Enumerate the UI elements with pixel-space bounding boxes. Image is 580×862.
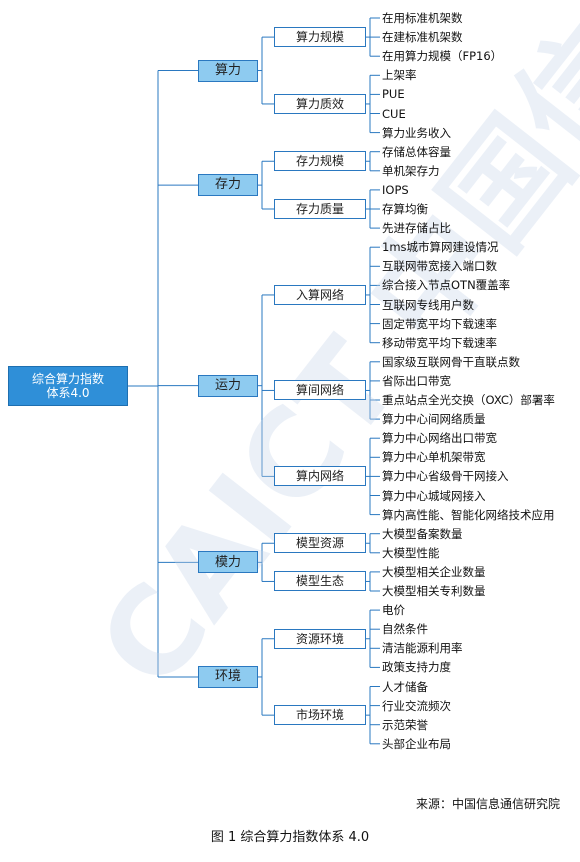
subcategory-node: 市场环境 [274,705,366,726]
leaf-item: 算力中心城域网接入 [382,488,486,503]
root-node: 综合算力指数 体系4.0 [8,366,128,406]
category-node: 模力 [198,551,258,574]
leaf-item: 存储总体容量 [382,144,451,159]
leaf-item: 国家级互联网骨干直联点数 [382,354,520,369]
leaf-item: 政策支持力度 [382,660,451,675]
root-label-line2: 体系4.0 [46,386,90,400]
leaf-item: 大模型相关企业数量 [382,564,486,579]
leaf-item: 算力中心单机架带宽 [382,450,486,465]
subcategory-node: 模型生态 [274,571,366,592]
leaf-item: 存算均衡 [382,202,428,216]
root-label-line1: 综合算力指数 [31,371,104,386]
leaf-item: 1ms城市算网建设情况 [382,240,499,255]
leaf-item: 算力中心间网络质量 [382,412,486,427]
category-node: 运力 [198,374,258,397]
subcategory-node: 存力规模 [274,151,366,172]
leaf-item: 固定带宽平均下载速率 [382,316,497,331]
leaf-item: 大模型相关专利数量 [382,584,486,598]
category-node: 算力 [198,59,258,82]
subcategory-node: 算力规模 [274,27,366,48]
leaf-item: 算力中心省级骨干网接入 [382,469,509,484]
leaf-item: 大模型性能 [382,545,440,560]
subcategory-node: 入算网络 [274,284,366,305]
subcategory-node: 算间网络 [274,380,366,401]
subcategory-node: 模型资源 [274,533,366,554]
leaf-item: 电价 [382,603,405,618]
leaf-item: 自然条件 [382,622,428,637]
leaf-item: 在建标准机架数 [382,30,463,45]
leaf-item: 单机架存力 [382,163,440,178]
leaf-item: 上架率 [382,68,417,83]
source-note: 来源：中国信息通信研究院 [415,797,560,811]
subcategory-node: 算内网络 [274,466,366,487]
leaf-item: 先进存储占比 [382,221,451,236]
leaf-item: 省际出口带宽 [382,373,451,388]
subcategory-node: 资源环境 [274,628,366,649]
leaf-item: 重点站点全光交换（OXC）部署率 [382,393,555,407]
leaf-item: 综合接入节点OTN覆盖率 [382,278,511,293]
leaf-item: 在用标准机架数 [382,11,463,25]
leaf-item: 行业交流频次 [382,698,451,713]
subcategory-node: 存力质量 [274,199,366,219]
category-node: 环境 [198,665,258,688]
subcategory-node: 算力质效 [274,93,366,114]
leaf-item: 人才储备 [382,679,428,694]
leaf-item: 在用算力规模（FP16） [382,49,503,64]
leaf-item: 头部企业布局 [382,736,451,751]
category-node: 存力 [198,174,258,197]
leaf-item: 示范荣誉 [382,717,428,732]
leaf-item: 移动带宽平均下载速率 [382,335,497,350]
leaf-item: 互联网带宽接入端口数 [382,259,497,274]
leaf-item: 清洁能源利用率 [382,641,463,656]
leaf-item: IOPS [382,182,409,197]
leaf-item: PUE [382,87,405,102]
leaf-item: 算力中心网络出口带宽 [382,431,497,446]
leaf-item: 大模型备案数量 [382,526,463,541]
figure-caption: 图 1 综合算力指数体系 4.0 [210,830,370,845]
leaf-item: 算力业务收入 [382,125,451,140]
leaf-item: 互联网专线用户数 [382,297,474,312]
leaf-item: 算内高性能、智能化网络技术应用 [382,507,555,522]
leaf-item: CUE [382,106,406,121]
